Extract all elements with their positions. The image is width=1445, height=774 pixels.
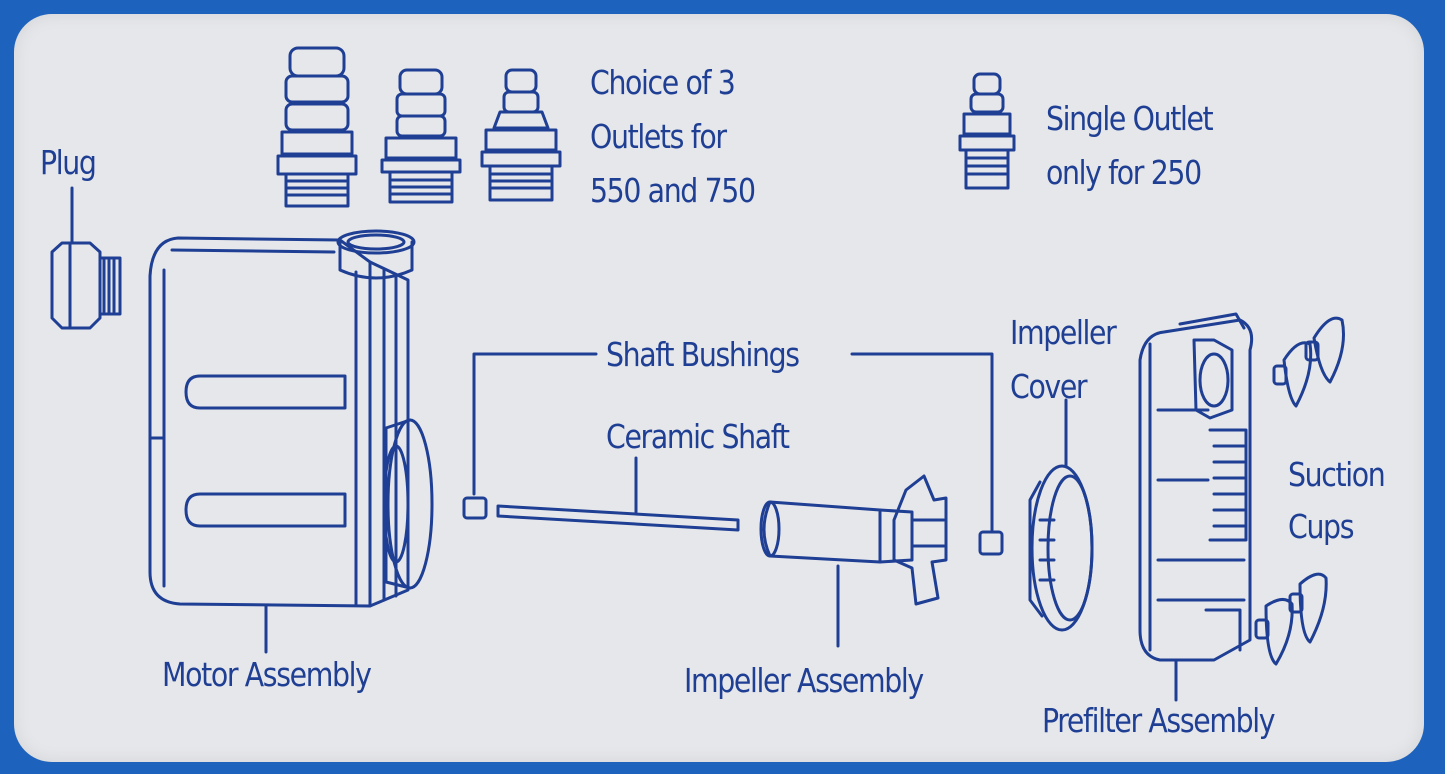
suction-cups-line-1: Suction: [1288, 455, 1386, 494]
motor-assembly-label: Motor Assembly: [162, 655, 372, 694]
impeller-assembly-label: Impeller Assembly: [684, 661, 924, 700]
plug-label: Plug: [40, 143, 97, 182]
choice-outlets-line-1: Choice of 3: [590, 63, 736, 102]
outlet-small: [480, 68, 562, 202]
impeller-assembly-part: [759, 474, 948, 648]
ceramic-shaft-label: Ceramic Shaft: [606, 417, 790, 456]
suction-cups-line-2: Cups: [1288, 507, 1354, 546]
prefilter-assembly-part: [1138, 312, 1254, 702]
impeller-cover-part: [1028, 398, 1094, 632]
plug-part: [50, 186, 122, 330]
outlet-single: [958, 72, 1016, 190]
impeller-cover-line-1: Impeller: [1010, 313, 1117, 352]
diagram-panel: [14, 14, 1424, 762]
suction-cups-part: [1254, 316, 1345, 666]
shaft-bushings-label: Shaft Bushings: [606, 335, 800, 374]
single-outlet-line-1: Single Outlet: [1046, 99, 1214, 138]
impeller-cover-line-2: Cover: [1010, 367, 1088, 406]
single-outlet-line-2: only for 250: [1046, 153, 1202, 192]
prefilter-assembly-label: Prefilter Assembly: [1042, 701, 1276, 740]
choice-outlets-line-3: 550 and 750: [590, 171, 756, 210]
outlet-medium: [380, 68, 462, 204]
outlet-large: [276, 46, 358, 208]
motor-assembly-part: [148, 229, 434, 654]
choice-outlets-line-2: Outlets for: [590, 117, 727, 156]
ceramic-shaft-part: [496, 456, 740, 532]
shaft-bushings-leader: [462, 352, 1004, 556]
